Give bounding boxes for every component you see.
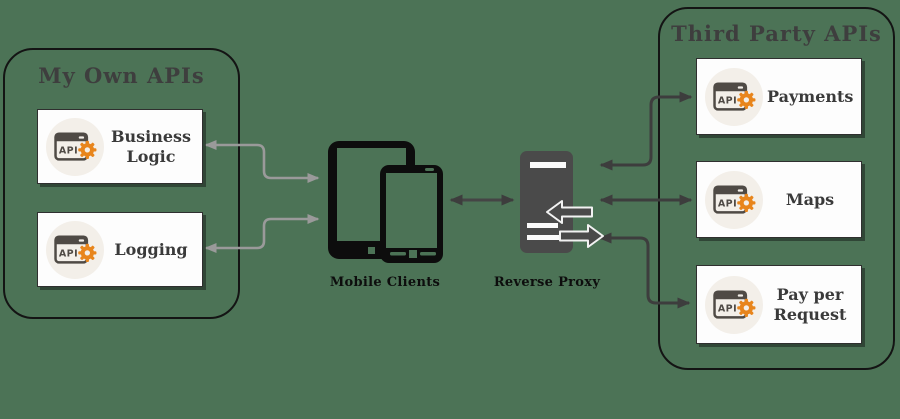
api-badge-label: API <box>718 303 737 314</box>
api-icon-circle: API <box>705 275 763 334</box>
pay-per-request-label: Pay per Request <box>773 284 847 324</box>
pay-per-request-card: API Pay per Request <box>696 265 862 344</box>
api-badge-label: API <box>59 145 78 156</box>
third-party-apis-group: Third Party APIs <box>658 7 895 370</box>
api-icon-circle: API <box>705 67 763 126</box>
gear-icon <box>737 298 756 317</box>
gear-icon <box>737 90 756 109</box>
my-own-apis-title: My Own APIs <box>38 63 205 88</box>
gear-icon <box>78 243 97 262</box>
api-badge-label: API <box>59 248 78 259</box>
payments-card: API Payments <box>696 58 862 135</box>
third-party-apis-title: Third Party APIs <box>671 21 882 46</box>
mobile-clients-label: Mobile Clients <box>329 275 441 290</box>
business-logic-card: API Business Logic <box>37 109 203 184</box>
business-logic-label: Business Logic <box>110 126 192 166</box>
payments-label: Payments <box>767 86 854 106</box>
reverse-proxy-icon <box>520 151 604 253</box>
mobile-clients-icon <box>328 141 443 263</box>
logging-card: API Logging <box>37 212 203 287</box>
api-gear-icon: API <box>713 184 756 214</box>
gear-icon <box>737 193 756 212</box>
logging-label: Logging <box>114 239 188 259</box>
api-badge-label: API <box>718 95 737 106</box>
gear-icon <box>78 140 97 159</box>
api-gear-icon: API <box>54 131 97 161</box>
reverse-proxy-label: Reverse Proxy <box>493 275 601 290</box>
maps-label: Maps <box>785 189 835 209</box>
my-own-apis-group: My Own APIs <box>3 48 240 319</box>
api-icon-circle: API <box>705 170 763 229</box>
api-gear-icon: API <box>54 234 97 264</box>
api-icon-circle: API <box>46 220 104 279</box>
api-icon-circle: API <box>46 117 104 176</box>
api-gear-icon: API <box>713 81 756 111</box>
api-badge-label: API <box>718 198 737 209</box>
maps-card: API Maps <box>696 161 862 238</box>
api-gear-icon: API <box>713 289 756 319</box>
